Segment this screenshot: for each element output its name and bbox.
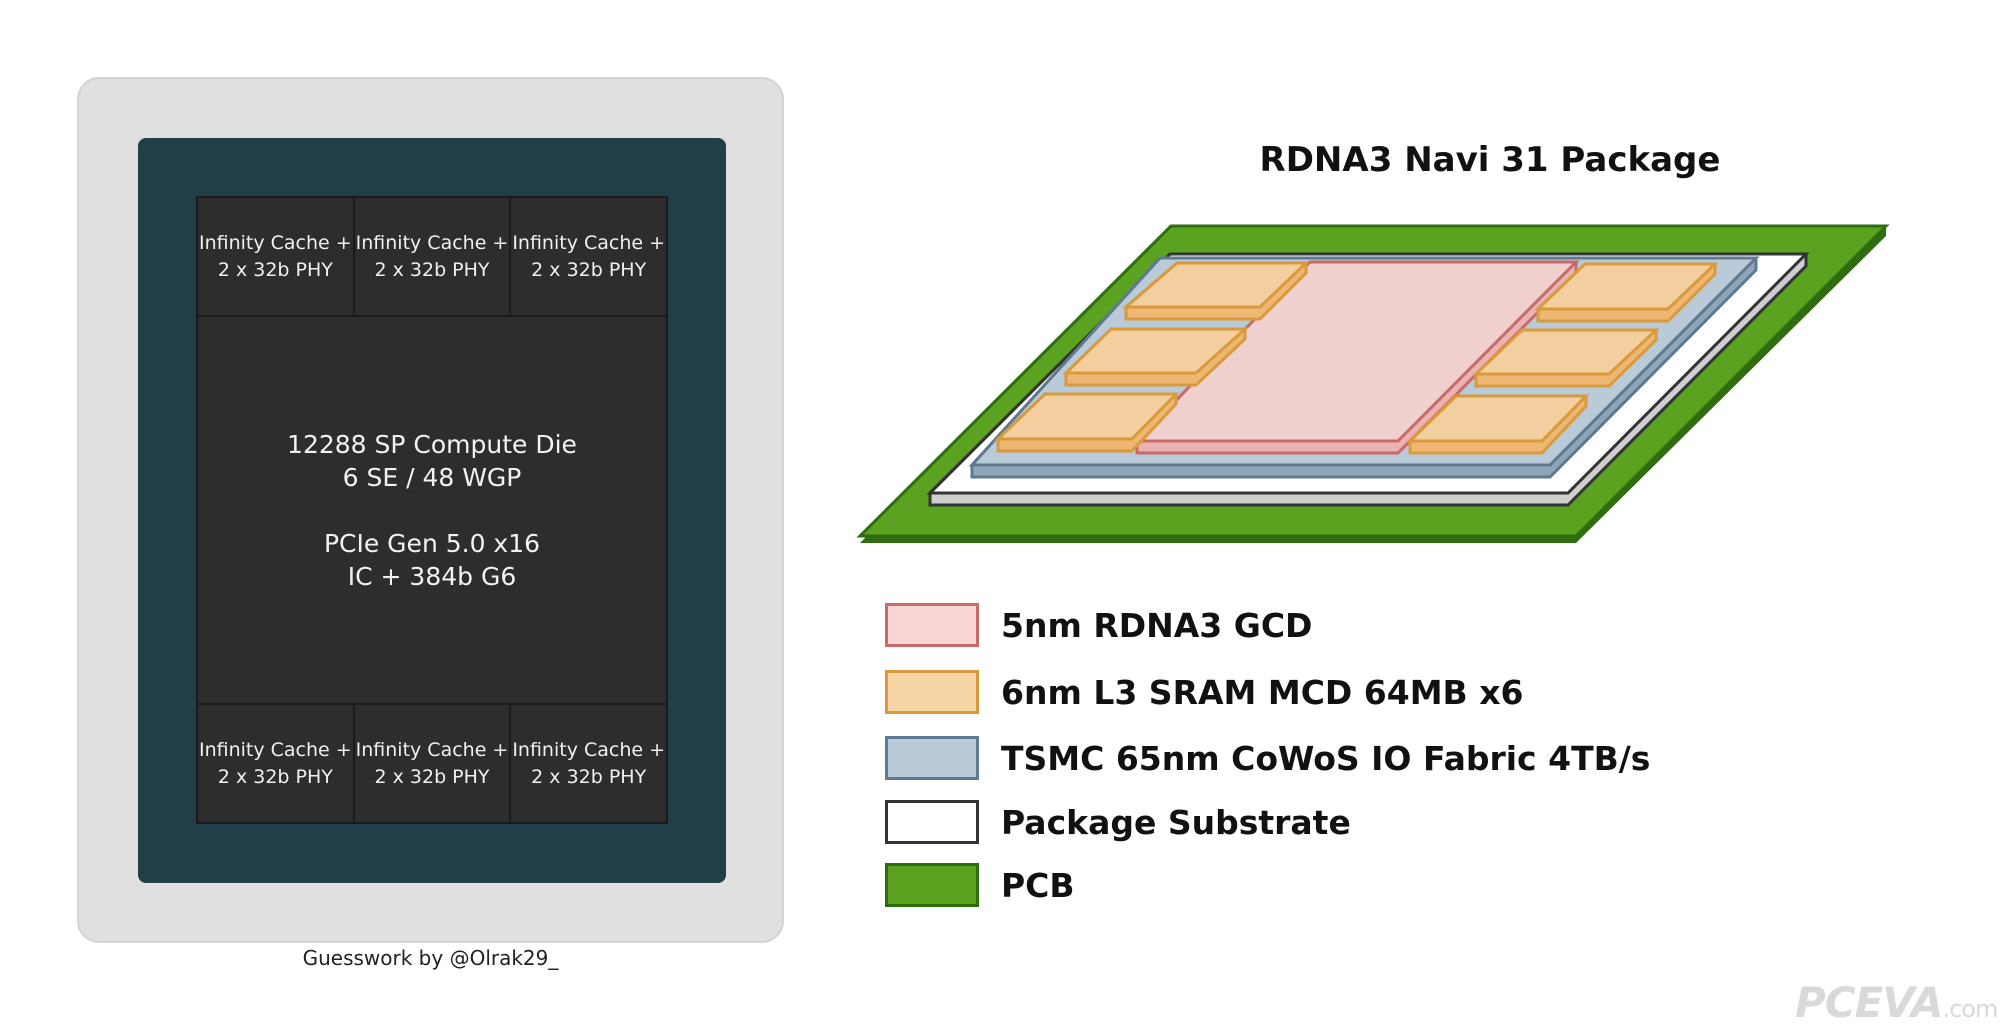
infinity-cache-top-2: Infinity Cache + 2 x 32b PHY (355, 198, 512, 315)
legend-swatch-pcb (885, 863, 979, 907)
legend-label: TSMC 65nm CoWoS IO Fabric 4TB/s (1001, 738, 1651, 778)
mcd-right-2 (1472, 328, 1660, 388)
cache-label-line1: Infinity Cache + (355, 231, 509, 254)
legend-item-pcb: PCB (885, 860, 1075, 910)
compute-line-1: 12288 SP Compute Die (287, 429, 577, 459)
watermark-brand: PCEVA (1795, 978, 1943, 1027)
infinity-cache-bottom-1: Infinity Cache + 2 x 32b PHY (198, 705, 355, 822)
legend-swatch-cowos (885, 736, 979, 780)
package-title: RDNA3 Navi 31 Package (1259, 140, 1721, 180)
infinity-cache-top-3: Infinity Cache + 2 x 32b PHY (511, 198, 666, 315)
mcd-left-2 (1062, 327, 1249, 387)
legend-item-cowos: TSMC 65nm CoWoS IO Fabric 4TB/s (885, 733, 1650, 783)
legend-label: 5nm RDNA3 GCD (1001, 605, 1313, 645)
cache-label-line2: 2 x 32b PHY (217, 765, 333, 788)
compute-die: 12288 SP Compute Die 6 SE / 48 WGP PCIe … (198, 317, 666, 703)
legend-label: PCB (1001, 865, 1075, 905)
cache-label-line1: Infinity Cache + (512, 231, 666, 254)
cache-label-line2: 2 x 32b PHY (531, 258, 647, 281)
legend-swatch-gcd (885, 603, 979, 647)
legend-swatch-substrate (885, 800, 979, 844)
legend-swatch-mcd (885, 670, 979, 714)
mcd-right-1 (1534, 262, 1719, 323)
gcd-die (1133, 260, 1580, 455)
legend-item-substrate: Package Substrate (885, 797, 1351, 847)
compute-line-2: 6 SE / 48 WGP (342, 462, 522, 492)
legend-item-mcd: 6nm L3 SRAM MCD 64MB x6 (885, 667, 1523, 717)
cache-label-line1: Infinity Cache + (198, 231, 352, 254)
mcd-right-3 (1406, 394, 1590, 455)
cache-label-line2: 2 x 32b PHY (217, 258, 333, 281)
mcd-left-1 (1121, 261, 1310, 321)
cache-label-line2: 2 x 32b PHY (531, 765, 647, 788)
credit-text: Guesswork by @Olrak29_ (302, 946, 559, 970)
mcd-left-3 (994, 392, 1180, 453)
infinity-cache-bottom-2: Infinity Cache + 2 x 32b PHY (355, 705, 512, 822)
cache-label-line2: 2 x 32b PHY (374, 765, 490, 788)
mcd-dies (994, 261, 1719, 455)
cache-label-line2: 2 x 32b PHY (374, 258, 490, 281)
legend-label: 6nm L3 SRAM MCD 64MB x6 (1001, 672, 1524, 712)
legend-label: Package Substrate (1001, 802, 1351, 842)
bottom-cache-row: Infinity Cache + 2 x 32b PHY Infinity Ca… (198, 703, 666, 822)
cache-label-line1: Infinity Cache + (512, 738, 666, 761)
watermark: PCEVA.com.cn (1795, 978, 2000, 1027)
infinity-cache-bottom-3: Infinity Cache + 2 x 32b PHY (511, 705, 666, 822)
compute-die-block: Infinity Cache + 2 x 32b PHY Infinity Ca… (196, 196, 668, 824)
cache-label-line1: Infinity Cache + (198, 738, 352, 761)
infinity-cache-top-1: Infinity Cache + 2 x 32b PHY (198, 198, 355, 315)
compute-line-4: IC + 384b G6 (347, 561, 517, 591)
compute-line-3: PCIe Gen 5.0 x16 (323, 528, 541, 558)
watermark-domain: .com.cn (1942, 995, 2000, 1023)
cache-label-line1: Infinity Cache + (355, 738, 509, 761)
top-cache-row: Infinity Cache + 2 x 32b PHY Infinity Ca… (198, 198, 666, 317)
legend-item-gcd: 5nm RDNA3 GCD (885, 600, 1312, 650)
